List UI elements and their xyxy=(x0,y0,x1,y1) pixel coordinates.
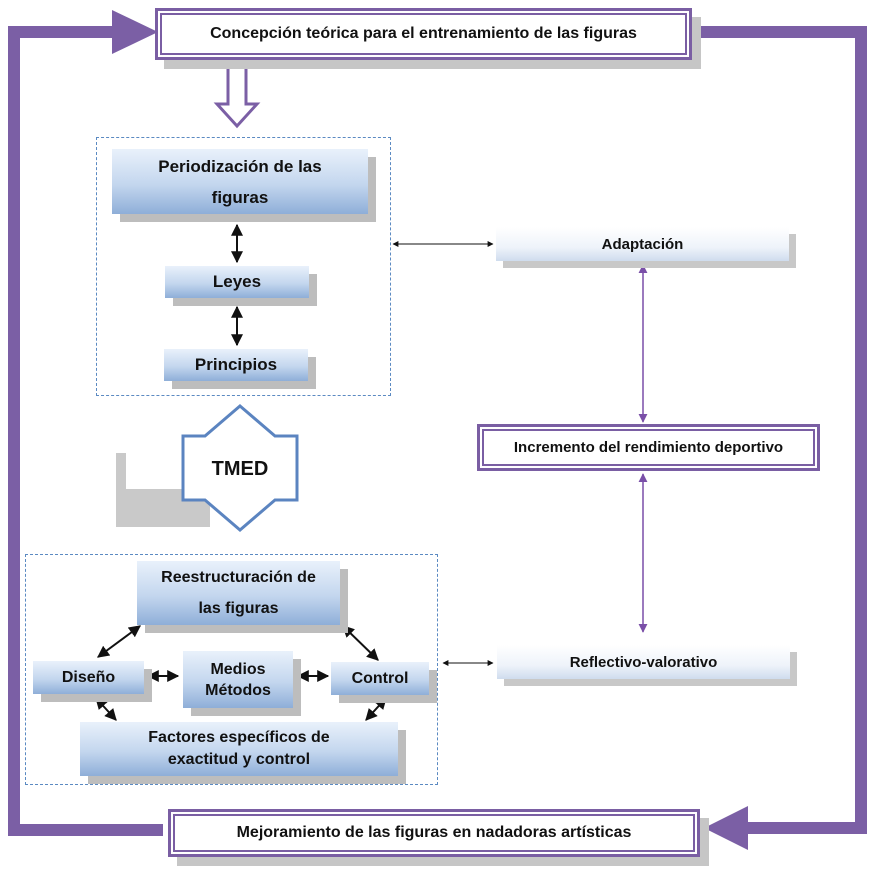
factores-box: Factores específicos de exactitud y cont… xyxy=(80,722,398,776)
connector-reestructuracion-control xyxy=(342,625,379,661)
leyes-box: Leyes xyxy=(165,266,309,298)
reestructuracion-line2: las figuras xyxy=(198,600,279,617)
title-text: Concepción teórica para el entrenamiento… xyxy=(210,25,637,42)
incremento-box: Incremento del rendimiento deportivo xyxy=(477,424,820,471)
control-box: Control xyxy=(331,662,429,695)
loop-arrowhead-top xyxy=(112,10,158,54)
diseno-text: Diseño xyxy=(61,668,116,686)
reflectivo-text: Reflectivo-valorativo xyxy=(569,653,718,671)
medios-text: Medios xyxy=(210,660,266,678)
tmed-label: TMED xyxy=(183,458,297,481)
reestructuracion-box: Reestructuración de las figuras xyxy=(137,561,340,625)
incremento-text: Incremento del rendimiento deportivo xyxy=(513,439,784,456)
connector-diseno-factores xyxy=(95,697,117,721)
tmed-double-arrow xyxy=(181,404,299,532)
mejoramiento-text: Mejoramiento de las figuras en nadadoras… xyxy=(236,824,632,841)
adaptacion-text: Adaptación xyxy=(601,235,684,253)
reestructuracion-line1: Reestructuración de xyxy=(161,569,316,586)
metodos-text: Métodos xyxy=(205,681,271,699)
tmed-text: TMED xyxy=(211,458,269,480)
down-arrow xyxy=(213,62,261,129)
loop-arrowhead-bottom xyxy=(704,806,748,850)
principios-box: Principios xyxy=(164,349,308,381)
adaptacion-box: Adaptación xyxy=(496,227,789,261)
periodizacion-line2: figuras xyxy=(211,187,269,207)
connector-diseno-reestructuracion xyxy=(97,625,141,658)
group-top-frame xyxy=(96,137,391,396)
loop-arrow xyxy=(8,26,867,836)
leyes-text: Leyes xyxy=(212,272,262,291)
connector-control-factores xyxy=(365,697,387,721)
title-box: Concepción teórica para el entrenamiento… xyxy=(155,8,692,60)
medios-metodos-box: Medios Métodos xyxy=(183,651,293,708)
periodizacion-line1: Periodización de las xyxy=(158,156,322,176)
principios-text: Principios xyxy=(194,355,278,374)
diseno-box: Diseño xyxy=(33,661,144,694)
reflectivo-box: Reflectivo-valorativo xyxy=(497,645,790,679)
control-text: Control xyxy=(351,669,409,687)
factores-line2: exactitud y control xyxy=(167,751,311,768)
group-bottom-frame xyxy=(25,554,438,785)
factores-line1: Factores específicos de xyxy=(148,729,330,746)
periodizacion-box: Periodización de las figuras xyxy=(112,149,368,214)
mejoramiento-box: Mejoramiento de las figuras en nadadoras… xyxy=(168,809,700,857)
